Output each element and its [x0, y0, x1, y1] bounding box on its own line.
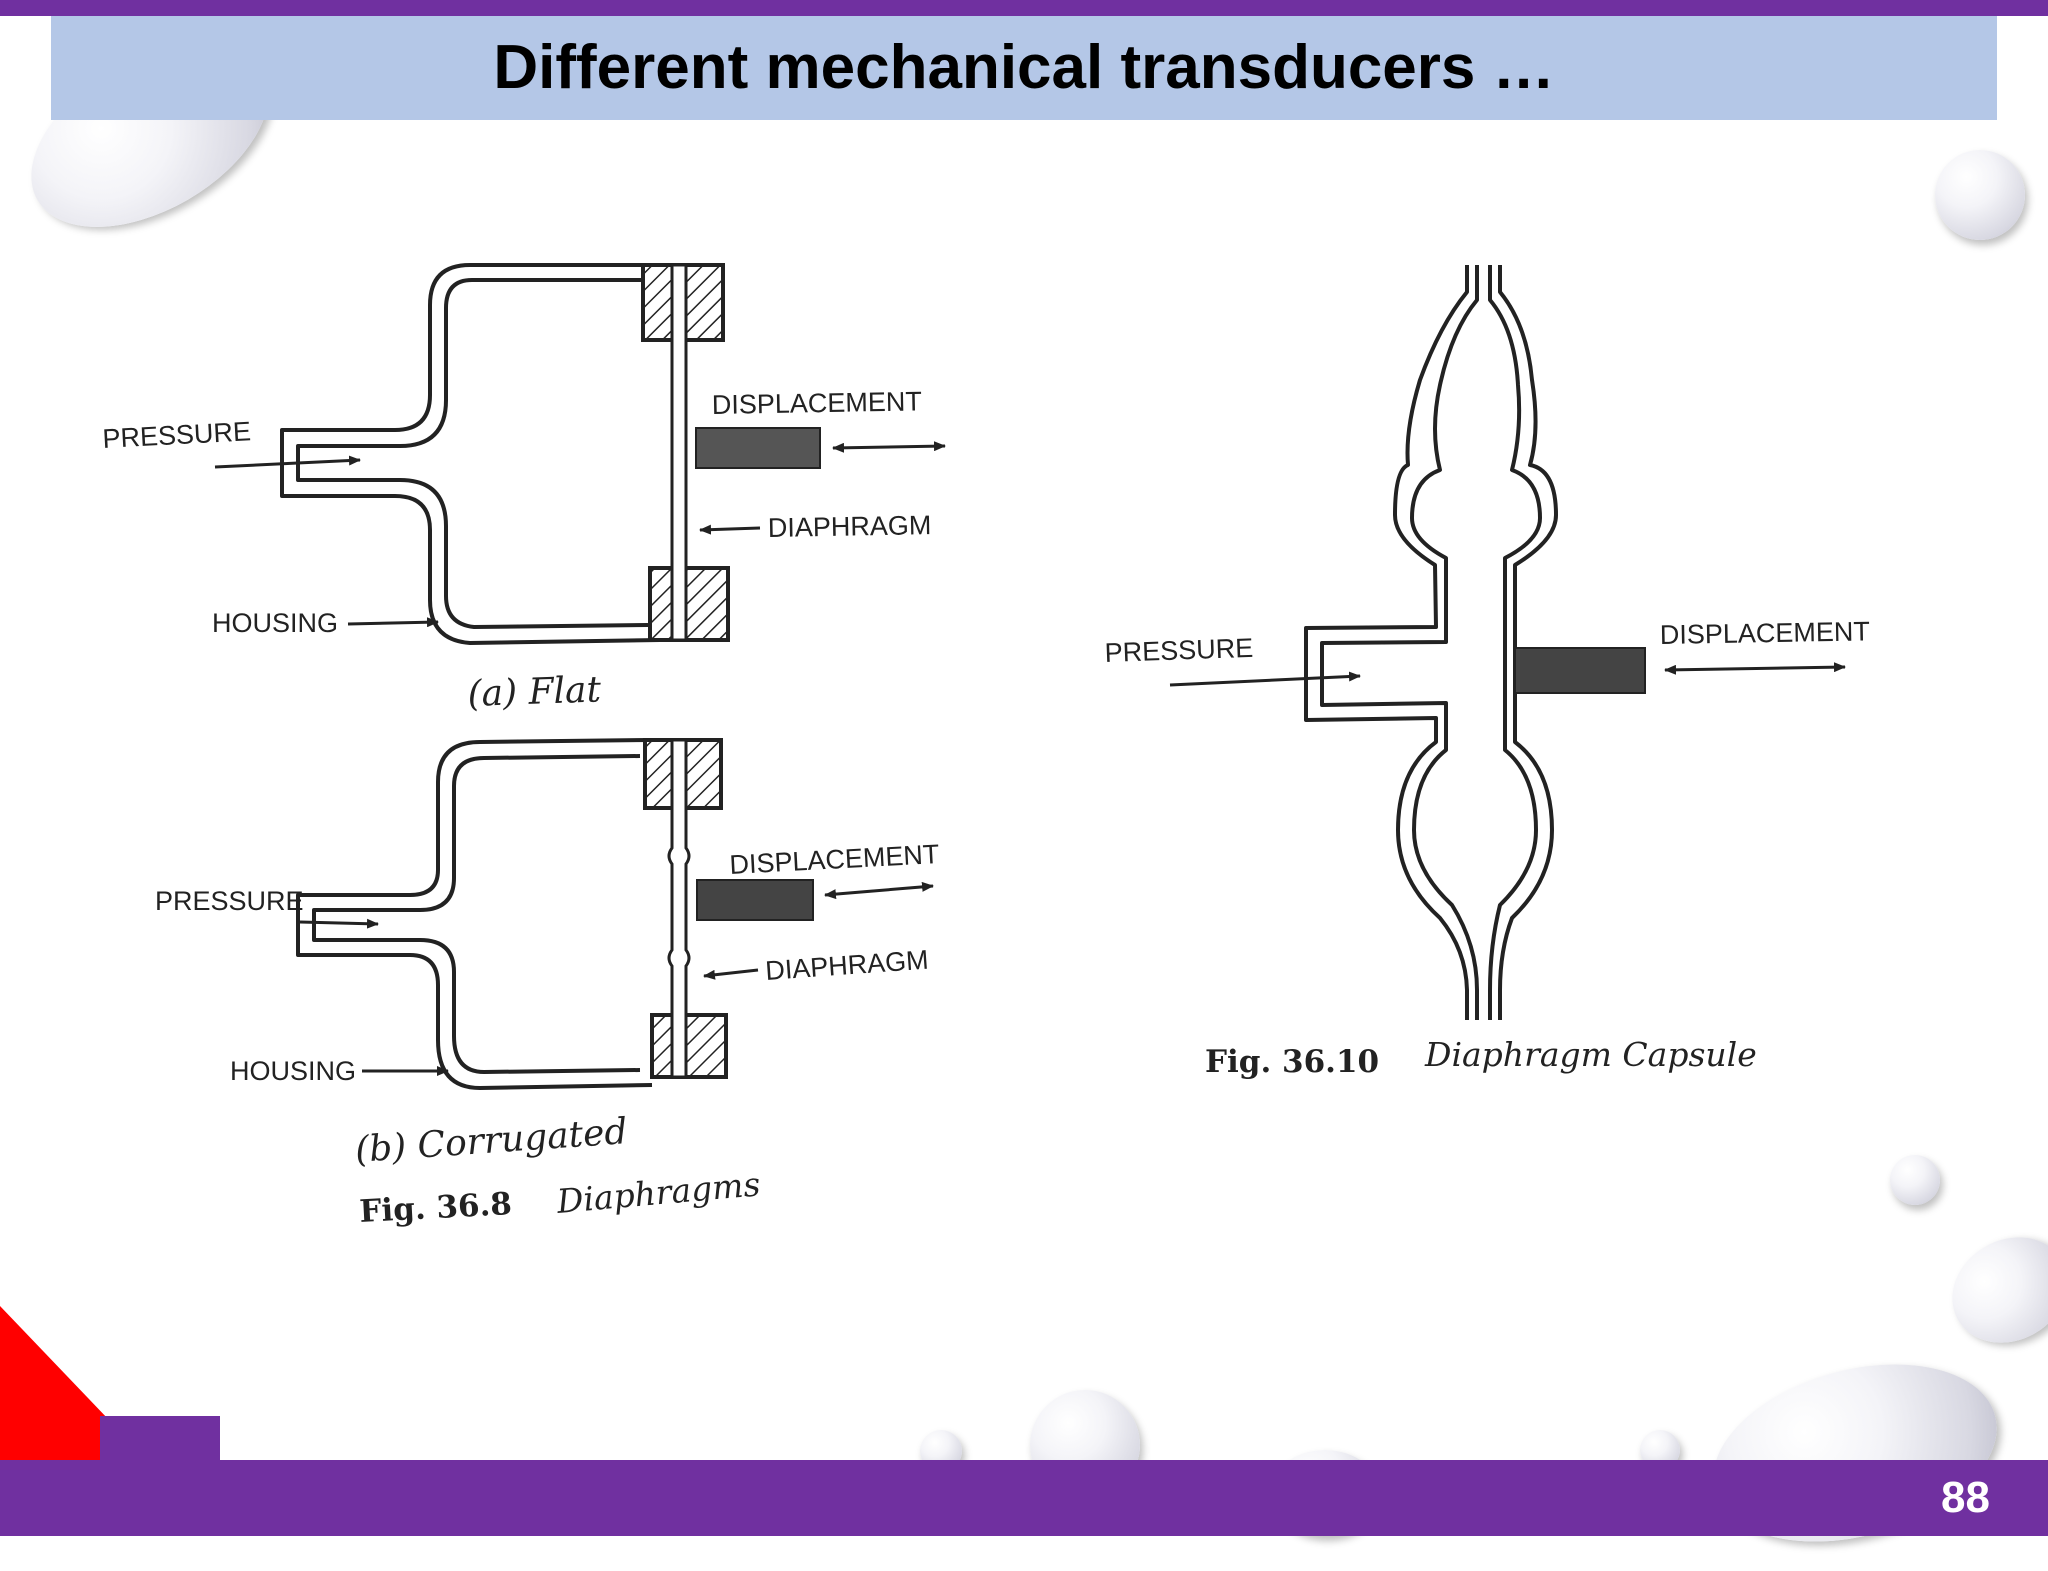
flat-diaphragm-figure: PRESSURE DISPLACEMENT DIAPHRAGM HOUSING …: [102, 263, 946, 715]
displacement-label: DISPLACEMENT: [712, 386, 923, 420]
displacement-rod: [1514, 647, 1646, 694]
diaphragm-label: DIAPHRAGM: [764, 945, 929, 986]
diaphragm-label: DIAPHRAGM: [768, 510, 932, 543]
displacement-arrow: [832, 441, 946, 453]
displacement-label: DISPLACEMENT: [1660, 616, 1871, 650]
pressure-arrow: [299, 918, 379, 929]
flat-caption: (a) Flat: [467, 669, 602, 715]
fig-number: Fig. 36.10: [1205, 1044, 1379, 1080]
lower-clamp: [648, 566, 730, 642]
page-number: 88: [1941, 1473, 1990, 1522]
housing-label: HOUSING: [230, 1056, 356, 1086]
displacement-rod: [696, 879, 814, 921]
displacement-rod: [695, 427, 821, 469]
water-drop-decoration: [1890, 1155, 1940, 1205]
displacement-arrow: [824, 881, 934, 900]
pressure-label: PRESSURE: [155, 886, 304, 916]
flat-diaphragm: [670, 263, 688, 642]
capsule-outline: [1304, 265, 1558, 1020]
fig-title: Diaphragms: [554, 1164, 761, 1221]
pressure-label: PRESSURE: [102, 416, 252, 454]
corrugated-diaphragm: [667, 738, 691, 1079]
fig-title: Diaphragm Capsule: [1424, 1035, 1757, 1074]
displacement-label: DISPLACEMENT: [729, 839, 940, 880]
corrugated-diaphragm-figure: PRESSURE DISPLACEMENT DIAPHRAGM HOUSING …: [155, 738, 940, 1230]
bottom-accent-bar: [0, 1460, 2048, 1536]
pressure-arrow: [1169, 671, 1361, 687]
housing-pointer-arrow: [347, 617, 439, 628]
diaphragm-pointer-arrow: [703, 968, 759, 980]
lower-clamp: [650, 1013, 728, 1079]
housing-shape: [280, 263, 661, 645]
bottom-accent-tab: [100, 1416, 220, 1460]
diaphragm-capsule-figure: PRESSURE DISPLACEMENT Fig. 36.10 Diaphra…: [1104, 265, 1870, 1080]
water-drop-decoration: [1935, 150, 2025, 240]
slide-title: Different mechanical transducers …: [493, 33, 1555, 102]
displacement-arrow: [1664, 662, 1846, 675]
top-accent-bar: [0, 0, 2048, 16]
corrugated-caption: (b) Corrugated: [354, 1111, 629, 1171]
housing-shape: [296, 738, 653, 1090]
diagram-canvas: PRESSURE DISPLACEMENT DIAPHRAGM HOUSING …: [102, 263, 1870, 1230]
housing-label: HOUSING: [212, 608, 338, 638]
fig-number: Fig. 36.8: [359, 1186, 513, 1230]
pressure-arrow: [214, 455, 361, 469]
title-bar: Different mechanical transducers …: [51, 16, 1997, 120]
pressure-label: PRESSURE: [1104, 633, 1254, 668]
diaphragm-pointer-arrow: [699, 524, 761, 535]
